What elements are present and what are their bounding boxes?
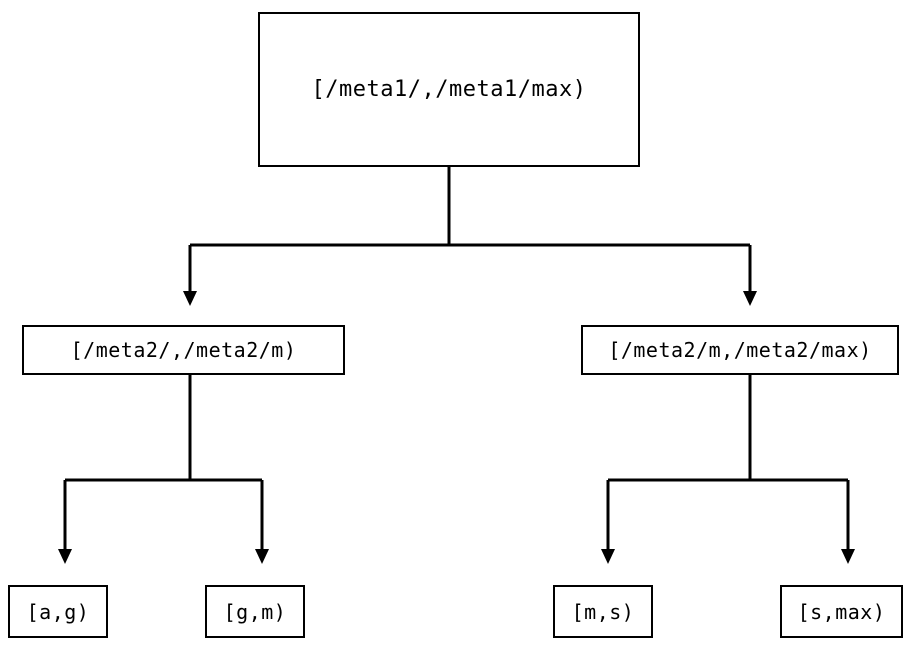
- node-leaf-gm-label: [g,m): [223, 599, 287, 624]
- node-root-label: [/meta1/,/meta1/max): [311, 77, 587, 102]
- node-mid-left-label: [/meta2/,/meta2/m): [70, 338, 297, 362]
- node-leaf-ms-label: [m,s): [571, 599, 635, 624]
- node-leaf-ag-label: [a,g): [26, 599, 90, 624]
- node-mid-left[interactable]: [/meta2/,/meta2/m): [22, 325, 345, 375]
- arrowhead-icon-mid-right: [743, 291, 757, 306]
- arrowhead-icon-leaf-smax: [841, 549, 855, 564]
- arrowhead-icon-leaf-ag: [58, 549, 72, 564]
- node-leaf-gm[interactable]: [g,m): [205, 585, 305, 638]
- node-leaf-smax[interactable]: [s,max): [780, 585, 903, 638]
- arrowhead-icon-leaf-ms: [601, 549, 615, 564]
- node-mid-right-label: [/meta2/m,/meta2/max): [608, 338, 872, 362]
- arrowhead-icon-leaf-gm: [255, 549, 269, 564]
- node-root[interactable]: [/meta1/,/meta1/max): [258, 12, 640, 167]
- node-mid-right[interactable]: [/meta2/m,/meta2/max): [581, 325, 899, 375]
- node-leaf-ms[interactable]: [m,s): [553, 585, 653, 638]
- node-leaf-ag[interactable]: [a,g): [8, 585, 108, 638]
- arrowhead-icon-mid-left: [183, 291, 197, 306]
- node-leaf-smax-label: [s,max): [797, 599, 886, 624]
